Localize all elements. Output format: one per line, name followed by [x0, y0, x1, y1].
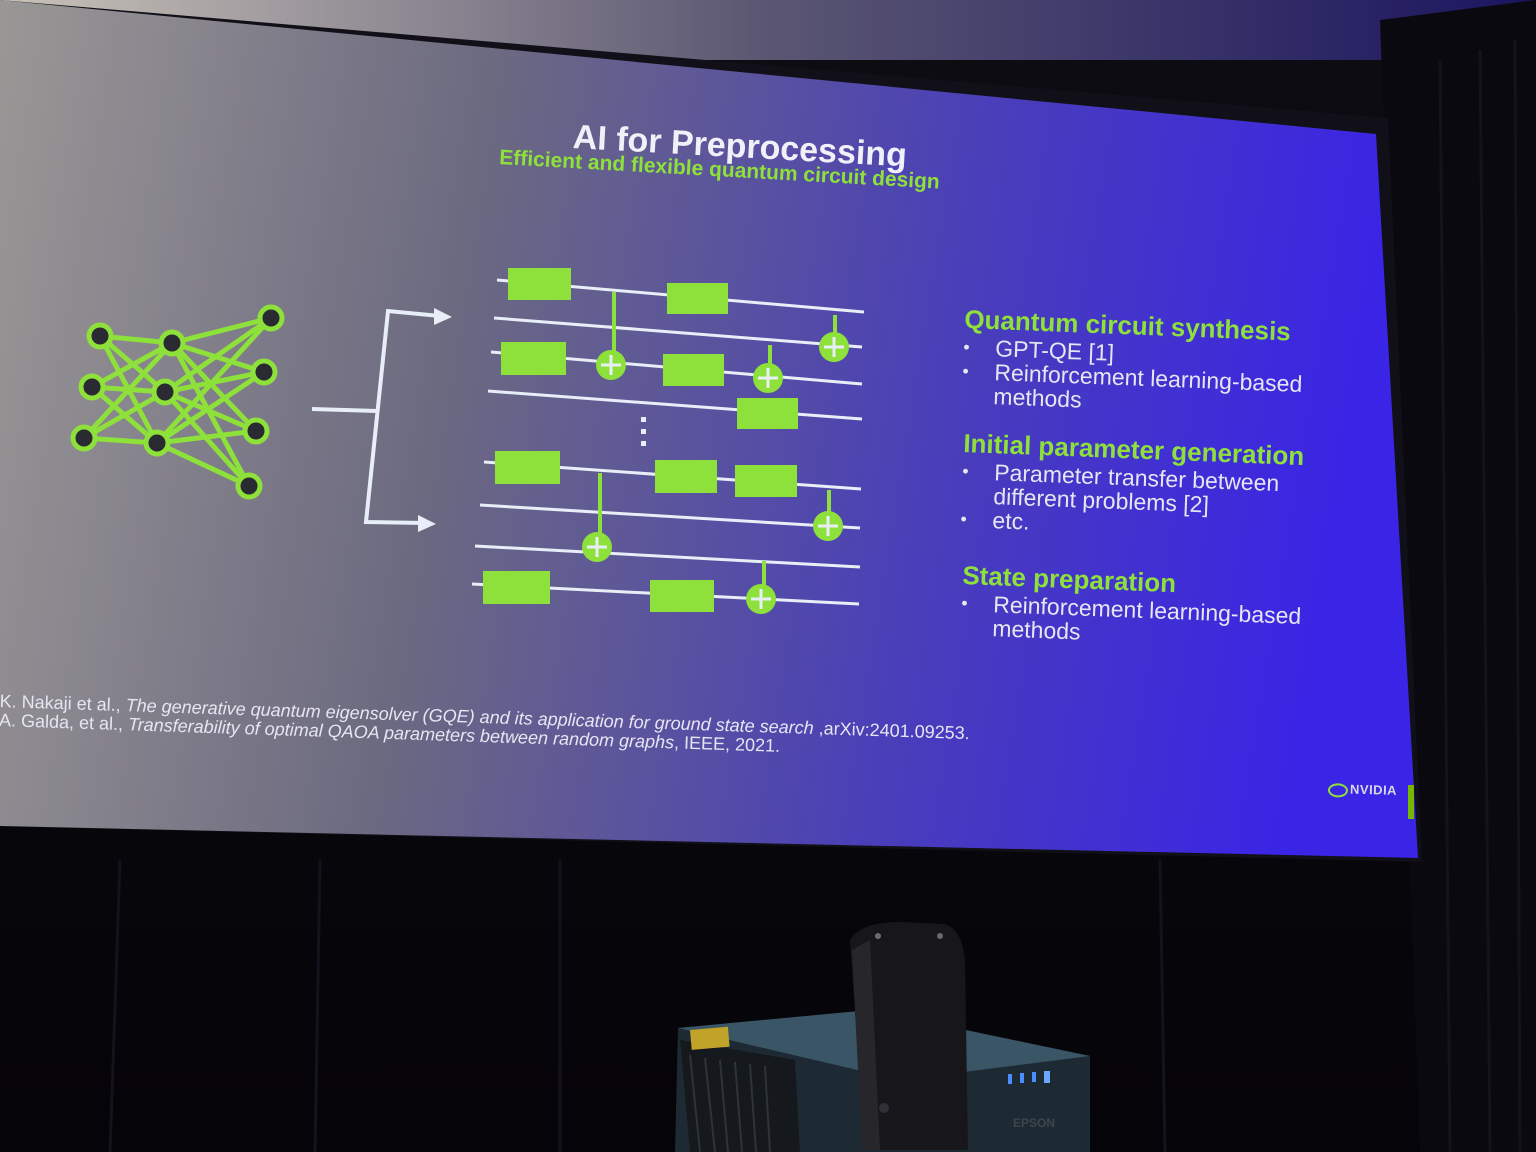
nvidia-eye-icon — [1327, 782, 1349, 798]
projector-status-lights — [1008, 1071, 1050, 1084]
right-curtain — [1380, 0, 1536, 1152]
section-circuit-synthesis: Quantum circuit synthesis GPT-QE [1] Rei… — [961, 304, 1305, 420]
cnot-target-icon — [813, 511, 843, 541]
gate-block — [667, 283, 728, 314]
cnot-target-icon — [746, 584, 776, 614]
curtain-folds — [108, 39, 1522, 1152]
gate-block — [508, 268, 571, 300]
projector-brand: EPSON — [1013, 1116, 1055, 1130]
gate-block — [650, 580, 714, 612]
cnot-target-icon — [582, 532, 612, 562]
cnot-target-icon — [819, 332, 849, 362]
gate-block — [735, 465, 797, 497]
gate-block — [655, 460, 717, 493]
neural-network-icon — [70, 304, 285, 500]
section-parameter-generation: Initial parameter generation Parameter t… — [960, 428, 1305, 544]
accent-bar — [1408, 785, 1414, 819]
projector-label-sticker — [690, 1026, 730, 1050]
nvidia-logo: NVIDIA — [1327, 781, 1397, 798]
vertical-ellipsis-icon — [641, 417, 646, 446]
gate-block — [483, 571, 550, 604]
arrow-head-top-icon — [434, 308, 452, 325]
cnot-target-icon — [596, 350, 626, 380]
nn-nodes — [70, 304, 285, 500]
gate-block — [737, 398, 798, 429]
arrow-head-bottom-icon — [418, 515, 436, 532]
camera-body — [850, 922, 968, 1150]
cnot-target-icon — [753, 363, 783, 393]
cnot-targets — [582, 332, 849, 614]
gate-block — [495, 451, 560, 484]
camera — [850, 922, 968, 1150]
slide-surface — [0, 0, 1418, 858]
gate-block — [663, 354, 724, 386]
gate-blocks — [483, 268, 798, 612]
section-state-preparation: State preparation Reinforcement learning… — [960, 560, 1303, 652]
branch-arrows — [311, 308, 441, 525]
gate-block — [501, 342, 566, 375]
